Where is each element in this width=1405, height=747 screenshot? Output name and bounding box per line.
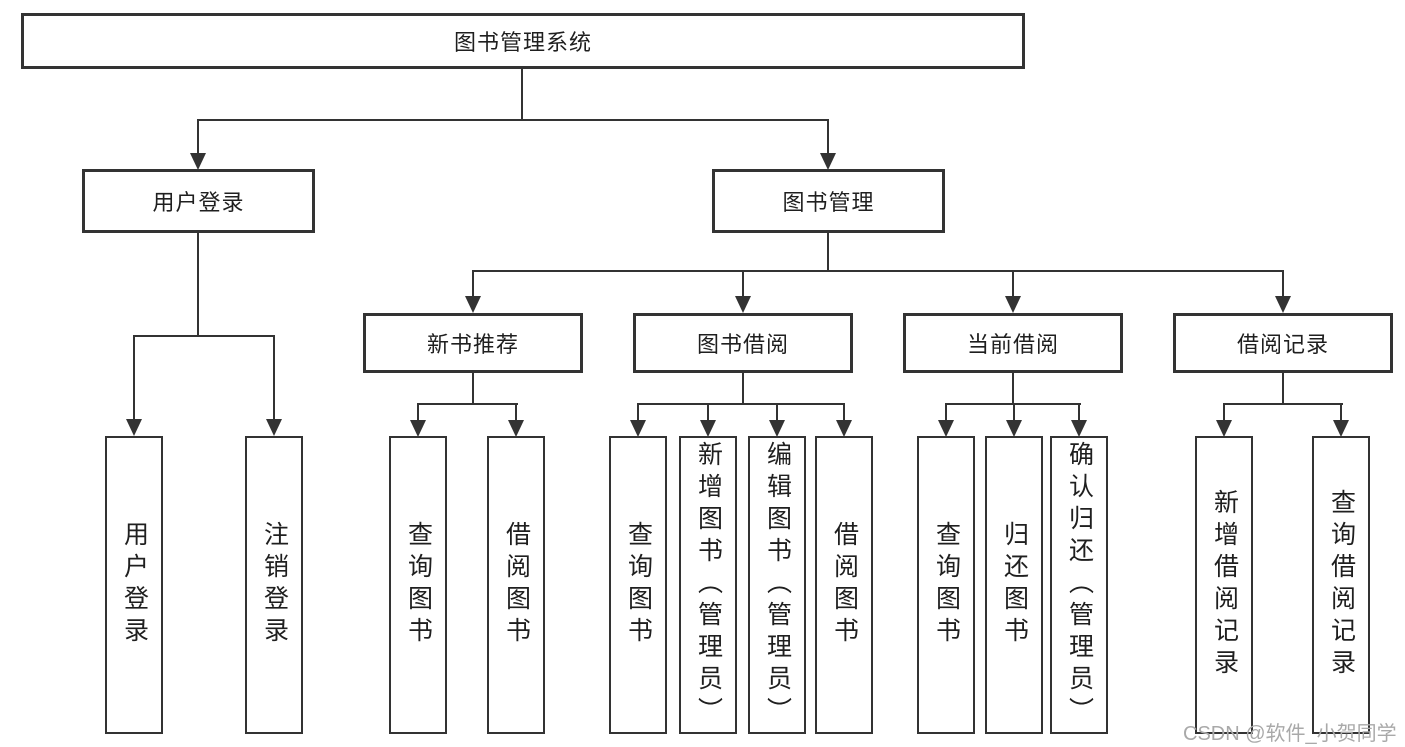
leaf-edit-books-admin-label: 编辑图书（管理员） [763, 441, 792, 729]
leaf-query-books-label: 查询图书 [624, 521, 653, 649]
node-root: 图书管理系统 [21, 13, 1025, 69]
arrowhead-down [630, 420, 646, 437]
node-user-login: 用户登录 [82, 169, 315, 233]
connector-vline [515, 403, 517, 421]
arrowhead-down [836, 420, 852, 437]
leaf-borrow-books: 借阅图书 [487, 436, 545, 734]
connector-vline [472, 371, 474, 405]
leaf-query-borrow-record: 查询借阅记录 [1312, 436, 1370, 734]
arrowhead-down [1006, 420, 1022, 437]
leaf-user-login-label: 用户登录 [120, 521, 149, 649]
arrowhead-down [1071, 420, 1087, 437]
node-new-book-recommend-label: 新书推荐 [426, 332, 519, 357]
node-book-management-label: 图书管理 [782, 190, 875, 215]
connector-vline [742, 371, 744, 405]
leaf-query-borrow-record-label: 查询借阅记录 [1327, 489, 1356, 681]
node-book-borrow-label: 图书借阅 [696, 332, 789, 357]
connector-vline [1078, 403, 1080, 421]
node-book-borrow: 图书借阅 [633, 313, 853, 373]
leaf-add-borrow-record: 新增借阅记录 [1195, 436, 1253, 734]
leaf-logout: 注销登录 [245, 436, 303, 734]
node-current-borrow-label: 当前借阅 [966, 332, 1059, 357]
connector-vline [1012, 371, 1014, 405]
arrowhead-down [700, 420, 716, 437]
arrowhead-down [769, 420, 785, 437]
leaf-add-books-admin-label: 新增图书（管理员） [694, 441, 723, 729]
connector-vline [1013, 403, 1015, 421]
connector-hline [417, 403, 518, 405]
leaf-confirm-return-admin: 确认归还（管理员） [1050, 436, 1108, 734]
leaf-borrow-books-label: 借阅图书 [830, 521, 859, 649]
watermark: CSDN @软件_小贺同学 [1183, 723, 1397, 745]
arrowhead-down [465, 296, 481, 313]
connector-vline [827, 119, 829, 155]
node-user-login-label: 用户登录 [152, 190, 245, 215]
arrowhead-down [1275, 296, 1291, 313]
connector-vline [776, 403, 778, 421]
leaf-user-login: 用户登录 [105, 436, 163, 734]
leaf-borrow-books-label: 借阅图书 [502, 521, 531, 649]
connector-vline [827, 231, 829, 272]
connector-hline [133, 335, 275, 337]
leaf-borrow-books: 借阅图书 [815, 436, 873, 734]
arrowhead-down [126, 419, 142, 436]
leaf-query-books: 查询图书 [917, 436, 975, 734]
leaf-add-borrow-record-label: 新增借阅记录 [1210, 489, 1239, 681]
leaf-query-books-label: 查询图书 [932, 521, 961, 649]
connector-vline [273, 335, 275, 421]
connector-vline [1012, 270, 1014, 298]
node-current-borrow: 当前借阅 [903, 313, 1123, 373]
connector-vline [417, 403, 419, 421]
connector-vline [1282, 270, 1284, 298]
leaf-edit-books-admin: 编辑图书（管理员） [748, 436, 806, 734]
node-borrow-record-label: 借阅记录 [1236, 332, 1329, 357]
connector-hline [197, 119, 829, 121]
connector-hline [472, 270, 1284, 272]
leaf-query-books: 查询图书 [609, 436, 667, 734]
node-borrow-record: 借阅记录 [1173, 313, 1393, 373]
arrowhead-down [410, 420, 426, 437]
connector-vline [133, 335, 135, 421]
leaf-return-books: 归还图书 [985, 436, 1043, 734]
connector-vline [1223, 403, 1225, 421]
node-new-book-recommend: 新书推荐 [363, 313, 583, 373]
node-book-management: 图书管理 [712, 169, 945, 233]
connector-vline [197, 231, 199, 337]
node-root-label: 图书管理系统 [453, 30, 592, 55]
connector-hline [1223, 403, 1343, 405]
connector-vline [472, 270, 474, 298]
arrowhead-down [735, 296, 751, 313]
arrowhead-down [1005, 296, 1021, 313]
leaf-confirm-return-admin-label: 确认归还（管理员） [1065, 441, 1094, 729]
connector-hline [637, 403, 845, 405]
connector-vline [1282, 371, 1284, 405]
connector-vline [742, 270, 744, 298]
connector-vline [637, 403, 639, 421]
leaf-logout-label: 注销登录 [260, 521, 289, 649]
arrowhead-down [508, 420, 524, 437]
connector-vline [197, 119, 199, 155]
connector-vline [521, 67, 523, 121]
leaf-add-books-admin: 新增图书（管理员） [679, 436, 737, 734]
arrowhead-down [820, 153, 836, 170]
arrowhead-down [1216, 420, 1232, 437]
leaf-query-books: 查询图书 [389, 436, 447, 734]
arrowhead-down [1333, 420, 1349, 437]
leaf-return-books-label: 归还图书 [1000, 521, 1029, 649]
connector-vline [1340, 403, 1342, 421]
arrowhead-down [190, 153, 206, 170]
connector-vline [843, 403, 845, 421]
arrowhead-down [266, 419, 282, 436]
arrowhead-down [938, 420, 954, 437]
connector-vline [707, 403, 709, 421]
connector-vline [945, 403, 947, 421]
leaf-query-books-label: 查询图书 [404, 521, 433, 649]
